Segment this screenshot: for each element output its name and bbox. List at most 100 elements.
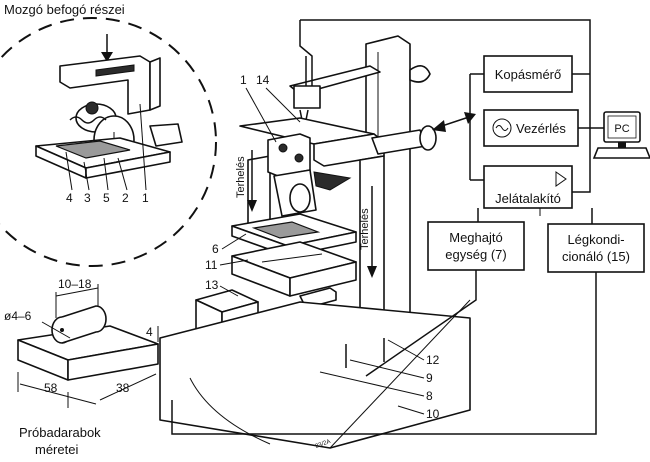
callout-6-leader [221,233,247,250]
dim-diameter-label: ø4–6 [4,309,32,323]
dim-width-label: 58 [44,381,58,395]
connections-group [171,19,604,445]
pc-keyboard [592,147,650,159]
specimen-cylinder-body [61,305,107,344]
load-label-left: Terhelés [235,156,247,198]
callout-8-leader [319,371,425,397]
clamp-bolt-1 [278,143,288,153]
load-label-right: Terhelés [359,208,371,250]
callout-12: 12 [426,353,440,367]
inset-upper-slot [95,64,135,77]
callout-9-leader [349,359,425,379]
callout-11: 11 [205,258,218,272]
drive-coupling [419,125,437,151]
sensor-cable [299,20,313,86]
inset-group: Mozgó befogó részei 4 3 5 2 1 [0,2,217,267]
block-vezerles [483,109,579,147]
double-arrow-left-head [432,120,446,132]
callout-14-leader [265,87,301,123]
specimen-caption-line2: méretei [35,442,78,457]
callout-12-leader [387,339,425,361]
inset-leader-4 [65,151,73,191]
specimen-block-side [67,343,159,381]
line-cable-curve [189,377,271,445]
inset-spring [69,116,107,124]
inset-upper-side [149,57,161,111]
block-kopasmero-label: Kopásmérő [495,67,561,82]
dim-diameter-leader [41,321,71,339]
line-meghajto-machine [365,270,477,377]
inset-title: Mozgó befogó részei [4,2,125,17]
inset-leader-2 [117,157,128,191]
slide-groove [261,253,323,263]
inset-specimen-pad [55,140,131,159]
callout-11-leader [219,259,249,266]
callouts-group: 1 14 6 11 13 12 9 8 10 [205,73,440,421]
base-diagonal [329,299,471,449]
inset-part-3: 3 [84,191,91,205]
inset-part-5: 5 [103,191,110,205]
callout-14: 14 [256,73,270,87]
load-arrow-right-down-arrow-icon [367,266,377,278]
machine-group: Terhelés Terhelés 23/2A [159,20,471,450]
dim-width-line [19,383,97,405]
double-arrow-icon [464,112,476,124]
dim-height-label: 4 [146,325,153,339]
block-kopasmero [483,55,573,93]
callout-13: 13 [205,278,219,292]
pc-label: PC [614,123,629,135]
clamp-bolt-2 [294,153,304,163]
dim-length-label: 10–18 [58,277,92,291]
callout-13-leader [219,285,239,297]
line-legkondi-bottom [171,272,597,435]
block-vezerles-label: Vezérlés [516,121,566,136]
inset-down-arrow-icon [101,52,113,62]
block-jelatalakito-label: Jelátalakító [495,191,561,206]
slide-side [289,261,357,297]
dim-depth-line [99,373,157,401]
block-legkondi [547,223,645,273]
blocks-group: Kopásmérő Vezérlés PC Jelátalakító Megha… [427,55,650,273]
inset-pin [85,101,99,115]
dim-depth-label: 38 [116,381,130,395]
callout-10-leader [397,405,425,415]
block-legkondi-line2: cionáló (15) [562,249,630,264]
dim-length-line [55,287,99,297]
clamp-wedge [313,171,352,191]
callout-8: 8 [426,389,433,403]
inset-part-1: 1 [142,191,149,205]
load-arrow-left-down-arrow-icon [247,200,257,212]
specimen-group: 10–18 ø4–6 4 58 38 Próbadarabok méretei [4,277,159,457]
column-knob [409,65,431,83]
block-meghajto [427,221,525,271]
inset-part-4: 4 [66,191,73,205]
inset-leader-1 [139,103,147,191]
inset-leader-5 [103,157,109,191]
inset-leader-3 [83,161,90,191]
computer-icon: PC [592,111,650,159]
callout-9: 9 [426,371,433,385]
inset-part-2: 2 [122,191,129,205]
block-meghajto-line1: Meghajtó [449,230,502,245]
specimen-cylinder-center [60,328,64,332]
pc-stand [618,142,626,148]
wave-symbol-icon [492,118,512,138]
machine-stamp: 23/2A [315,439,332,450]
block-legkondi-line1: Légkondi- [567,232,624,247]
line-top-loop [300,19,591,193]
clamp-holder [267,133,311,177]
callout-1: 1 [240,73,247,87]
clamp-disc [289,183,311,213]
table-sample [251,221,321,239]
block-meghajto-line2: egység (7) [445,247,506,262]
wave-symbol-curve [495,125,509,131]
callout-1-leader [245,87,277,143]
callout-6: 6 [212,242,219,256]
pc-screen [607,115,637,139]
triangle-symbol-icon [555,171,567,187]
inset-dashed-circle [0,17,217,267]
block-jelatalakito [483,165,573,209]
inset-right-block [149,123,183,147]
